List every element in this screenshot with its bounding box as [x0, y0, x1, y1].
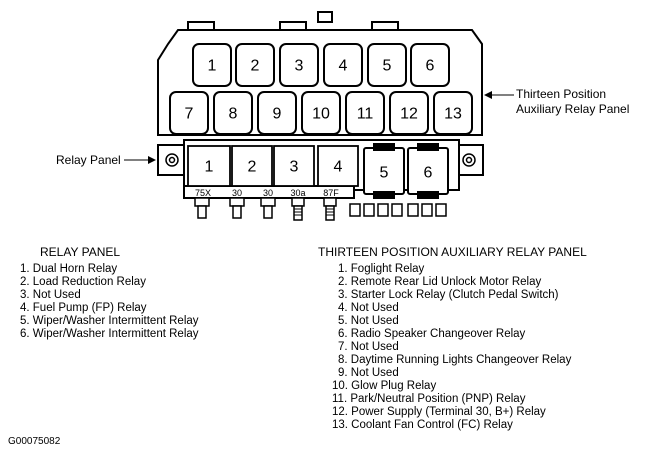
- legend-item: 9. Not Used: [338, 367, 399, 379]
- terminal-studs: [194, 197, 447, 221]
- aux-panel-callout-line1: Thirteen Position: [516, 87, 606, 101]
- legend-item: 1. Dual Horn Relay: [20, 263, 117, 275]
- aux-relay-number: 3: [295, 58, 304, 75]
- aux-panel-callout-line2: Auxiliary Relay Panel: [516, 102, 629, 116]
- relay-panel-number: 3: [290, 159, 299, 176]
- aux-relay-number: 7: [185, 106, 194, 123]
- legend-item: 6. Wiper/Washer Intermittent Relay: [20, 328, 199, 340]
- relay-panel-number: 2: [248, 159, 257, 176]
- aux-panel-legend-title: THIRTEEN POSITION AUXILIARY RELAY PANEL: [318, 245, 587, 259]
- legend-item: 13. Coolant Fan Control (FC) Relay: [332, 419, 513, 431]
- terminal-labels: 75X 30 30 30a 87F: [195, 188, 339, 198]
- legend-item: 4. Not Used: [338, 302, 399, 314]
- terminal-label: 30a: [290, 188, 305, 198]
- relay-panel-number: 1: [205, 159, 214, 176]
- stud-threads: [294, 208, 334, 216]
- relay-panel-numbers: 1 2 3 4 5 6: [205, 159, 433, 182]
- legend-item: 12. Power Supply (Terminal 30, B+) Relay: [332, 406, 546, 418]
- relay-panel-relays-5-6: [363, 143, 449, 199]
- mounting-holes: [165, 153, 476, 167]
- relay-panel-number: 6: [424, 165, 433, 182]
- legend-item: 3. Not Used: [20, 289, 81, 301]
- aux-relay-numbers: 1 2 3 4 5 6 7 8 9 10 11 12 13: [185, 58, 462, 123]
- legend-item: 10. Glow Plug Relay: [332, 380, 436, 392]
- relay-panel-legend-title: RELAY PANEL: [40, 245, 120, 259]
- aux-relay-number: 10: [312, 106, 330, 123]
- aux-relay-number: 13: [444, 106, 462, 123]
- relay-panel-callout: Relay Panel: [56, 153, 156, 167]
- legend-item: 8. Daytime Running Lights Changeover Rel…: [338, 354, 572, 366]
- legend-item: 3. Starter Lock Relay (Clutch Pedal Swit…: [338, 289, 559, 301]
- legend-item: 5. Wiper/Washer Intermittent Relay: [20, 315, 199, 327]
- relay-panel-legend: RELAY PANEL 1. Dual Horn Relay 2. Load R…: [20, 245, 199, 340]
- relay-panel-callout-label: Relay Panel: [56, 153, 121, 167]
- aux-relay-number: 2: [251, 58, 260, 75]
- legend-item: 6. Radio Speaker Changeover Relay: [338, 328, 526, 340]
- aux-relay-number: 8: [229, 106, 238, 123]
- legend-item: 1. Foglight Relay: [338, 263, 425, 275]
- aux-relay-number: 9: [273, 106, 282, 123]
- legend-item: 7. Not Used: [338, 341, 399, 353]
- aux-panel-callout: Thirteen Position Auxiliary Relay Panel: [484, 87, 629, 116]
- terminal-label: 87F: [323, 188, 339, 198]
- legend-item: 2. Load Reduction Relay: [20, 276, 146, 288]
- relay-panel-slots: [187, 145, 359, 187]
- figure-code: G00075082: [8, 436, 61, 447]
- aux-relay-number: 4: [339, 58, 348, 75]
- terminal-label: 75X: [195, 188, 211, 198]
- relay-panel-number: 5: [380, 165, 389, 182]
- aux-relay-number: 6: [426, 58, 435, 75]
- legend-item: 2. Remote Rear Lid Unlock Motor Relay: [338, 276, 541, 288]
- aux-relay-row-top: [192, 43, 450, 87]
- terminal-label: 30: [232, 188, 242, 198]
- legend-item: 5. Not Used: [338, 315, 399, 327]
- aux-panel-legend: THIRTEEN POSITION AUXILIARY RELAY PANEL …: [318, 245, 587, 431]
- aux-relay-number: 1: [208, 58, 217, 75]
- legend-item: 4. Fuel Pump (FP) Relay: [20, 302, 147, 314]
- aux-relay-number: 12: [400, 106, 418, 123]
- relay-panel-number: 4: [334, 159, 343, 176]
- aux-relay-number: 5: [383, 58, 392, 75]
- aux-relay-row-bottom: [169, 91, 473, 135]
- legend-item: 11. Park/Neutral Position (PNP) Relay: [332, 393, 526, 405]
- aux-relay-number: 11: [357, 106, 374, 123]
- terminal-label: 30: [263, 188, 273, 198]
